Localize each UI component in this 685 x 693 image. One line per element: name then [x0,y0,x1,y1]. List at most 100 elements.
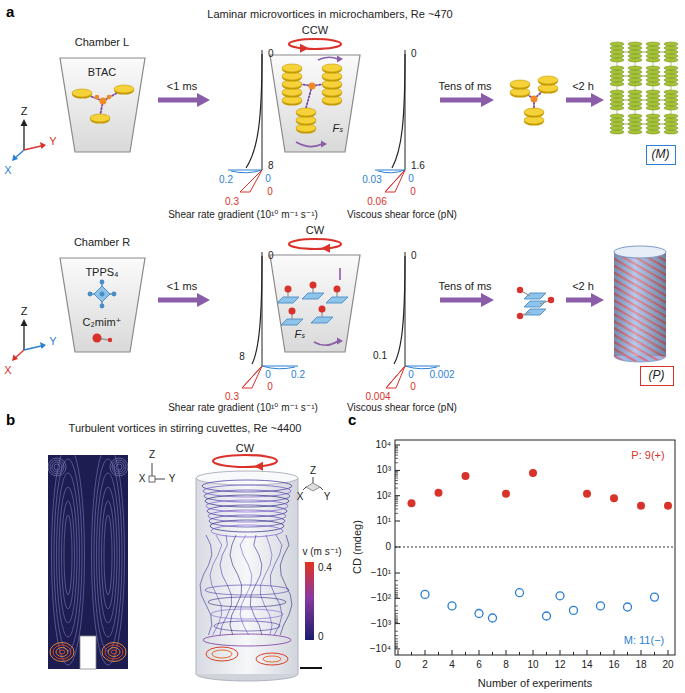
lattice-column [610,42,624,46]
data-point [610,494,618,502]
axis-arrow [23,125,24,150]
tick-mark [395,462,398,463]
tick-mark [395,621,398,622]
lattice-column [610,54,624,58]
axis-icon [149,476,155,482]
chamber-outline [55,34,150,154]
flow-arrow [296,142,322,147]
lattice-link [617,100,671,101]
profile-curve [385,170,405,192]
tick-mark [395,505,398,506]
streamline [205,585,289,595]
atom [88,292,93,297]
tick-label: 10 [527,659,538,671]
tick-label: 0.2 [219,174,233,186]
streamline [211,525,283,537]
illustration-part [104,515,112,595]
cfd-field [48,455,128,669]
porphyrin [524,309,546,315]
lattice-column [610,118,624,122]
axis-title: Viscous shear force (pN) [347,209,457,221]
chamber-fill [60,258,145,352]
tick-mark [395,470,400,471]
axis-icon [320,487,323,490]
cuvette [196,478,298,674]
lattice-column [610,70,624,74]
lattice-column [628,106,642,110]
lattice-link [617,52,671,53]
axis-arrow [40,342,46,349]
lattice-column [628,98,642,102]
panel-letter: c [348,411,356,428]
tick-mark [395,590,398,591]
lattice-column [664,58,678,62]
process-arrow [566,98,593,103]
tick-label: 0.06 [367,196,386,208]
atom [100,98,107,105]
node-text: CCW [302,24,328,37]
lattice-column [664,66,678,70]
atom [100,292,105,297]
flow-arrow [339,268,341,280]
axis-label: Z [21,305,28,318]
axis-label: Y [324,491,331,503]
atom [310,282,317,289]
axis-label: Y [49,335,56,348]
chamber-outline [60,58,145,152]
profile-curve [252,256,262,364]
process-arrow [158,298,199,303]
node-text: Fₛ [295,328,306,341]
tick-mark [395,615,398,616]
node-text: (M) [652,148,670,162]
profile-curve [392,54,405,168]
illustration-part [111,650,117,654]
process-arrow [566,298,593,303]
data-point [624,603,632,611]
tick-mark [627,652,628,655]
axis-arrow [12,355,18,362]
btac-disk [296,108,316,116]
illustration-part [94,459,122,651]
tick-label: 0 [385,541,391,553]
atom [548,297,554,303]
porphyrin [94,286,110,302]
lattice-column [646,46,660,50]
atom [319,306,326,313]
streamline [212,650,232,658]
atom [289,308,296,315]
tick-label: 0 [411,250,417,262]
lattice-column [646,74,660,78]
data-point [556,592,564,600]
tick-mark [395,449,398,450]
node-text: (P) [649,369,665,383]
tick-label: 0.2 [291,369,305,381]
chamber-outline [270,55,360,152]
illustration-part [102,643,126,662]
atom [309,83,316,90]
tick-mark [395,605,398,606]
colorbar [305,562,314,640]
tick-mark [395,598,400,599]
tick-mark [546,652,547,655]
atom [517,287,523,293]
tick-label: 8 [268,160,274,172]
illustration-part [97,473,120,637]
tick-mark [395,503,398,504]
btac-disk [538,76,558,84]
tick-label: 0 [408,173,414,185]
data-point [421,590,429,598]
tick-label: −10² [371,592,391,604]
tick-label: −10³ [371,618,391,630]
lattice-column [646,90,660,94]
illustration-part [54,464,60,470]
tick-mark [395,458,398,459]
lattice-column [664,42,678,46]
node-text: TPPS₄ [85,266,118,279]
cuvette [196,471,298,485]
arrow-label: Tens of ms [438,80,491,93]
tick-mark [395,595,398,596]
lattice-column [664,98,678,102]
process-arrow [481,293,494,307]
lattice-column [664,82,678,86]
atom [95,95,100,100]
